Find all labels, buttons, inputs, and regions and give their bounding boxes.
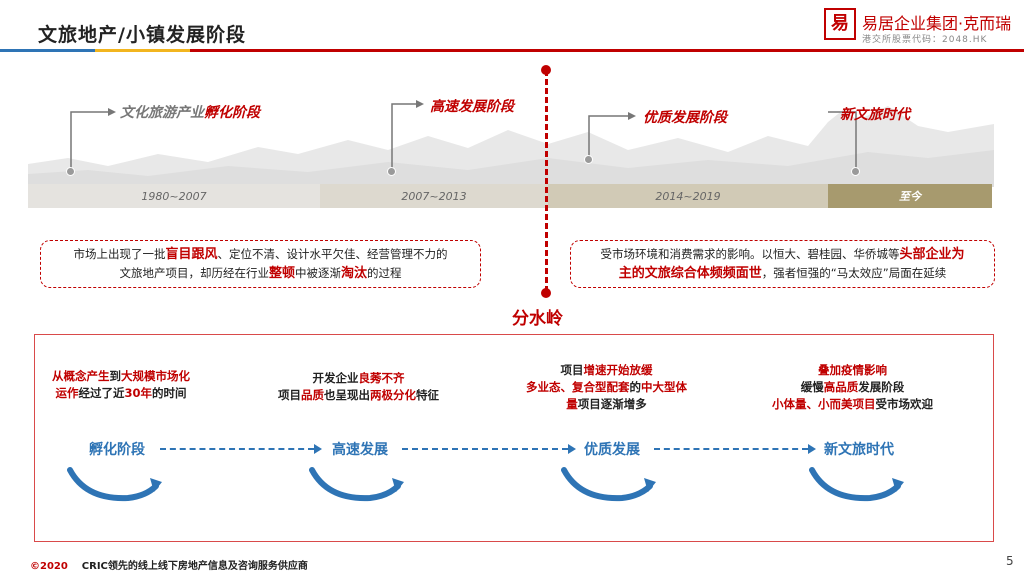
desc-highlight: 高品质 [823, 380, 859, 394]
footer-company: CRIC领先的线上线下房地产信息及咨询服务供应商 [81, 561, 308, 572]
note-right: 受市场环境和消费需求的影响。以恒大、碧桂园、华侨城等头部企业为 主的文旅综合体频… [570, 240, 995, 288]
flow-arrow-3 [654, 444, 816, 454]
desc-text: 从 [52, 369, 64, 383]
period-4: 至今 [828, 184, 992, 208]
period-3: 2014~2019 [548, 184, 828, 208]
desc-text: 受市场欢迎 [875, 397, 934, 411]
underline-blue [0, 49, 95, 52]
desc-highlight: 小体量、小而美项目 [772, 397, 876, 411]
phase-desc-3: 项目增速开始放缓 多业态、复合型配套的中大型体 量项目逐渐增多 [526, 362, 687, 413]
note-left: 市场上出现了一批盲目跟风、定位不清、设计水平欠佳、经营管理不力的 文旅地产项目，… [40, 240, 481, 288]
desc-highlight: 多业态、复合型配套 [526, 380, 630, 394]
stage-dot-4 [851, 167, 860, 176]
mountain-silhouette [28, 106, 994, 187]
desc-text: 项目 [560, 363, 584, 377]
desc-highlight: 品质 [301, 388, 324, 402]
note-highlight: 主的文旅综合体频频面世 [618, 266, 762, 281]
phase-label-2: 高速发展 [332, 442, 388, 458]
note-text: 文旅地产项目，却历经在行业 [119, 266, 269, 280]
footer-year: ©2020 [30, 561, 68, 572]
logo-mark: 易 [824, 8, 856, 40]
stage-connectors [70, 100, 857, 172]
cycle-arc-icon-1 [67, 467, 162, 502]
stage-label-rapid: 高速发展阶段 [430, 99, 514, 115]
desc-text: 项目 [278, 388, 301, 402]
watershed-bottom-dot [541, 288, 551, 298]
underline-yellow [95, 49, 190, 52]
stage-label-incubation-prefix: 文化旅游产业 [120, 105, 204, 121]
footer-text: ©2020 CRIC领先的线上线下房地产信息及咨询服务供应商 [30, 557, 308, 572]
phase-label-1: 孵化阶段 [89, 442, 145, 458]
watershed-top-dot [541, 65, 551, 75]
desc-text: 开发企业 [312, 371, 359, 385]
page-title: 文旅地产/小镇发展阶段 [38, 24, 246, 46]
desc-text: 项目逐渐增多 [577, 397, 647, 411]
note-highlight: 盲目跟风 [165, 247, 218, 262]
desc-highlight: 30年 [124, 386, 152, 400]
desc-text: 发展阶段 [858, 380, 905, 394]
logo-subtitle: 港交所股票代码：2048.HK [862, 35, 988, 45]
desc-text: 的 [629, 380, 642, 394]
stage-label-incubation: 文化旅游产业孵化阶段 [120, 102, 260, 122]
note-text: 受市场环境和消费需求的影响。以恒大、碧桂园、华侨城等 [600, 247, 900, 261]
desc-highlight: 中大型体 [641, 380, 687, 394]
flow-arrow-2 [402, 444, 576, 454]
desc-highlight: 增速开始放缓 [583, 363, 653, 377]
flow-arrow-1 [160, 444, 322, 454]
phase-desc-2: 开发企业良莠不齐 项目品质也呈现出两极分化特征 [278, 370, 439, 404]
period-bar: 1980~2007 2007~2013 2014~2019 至今 [28, 184, 992, 208]
note-text: 的过程 [367, 266, 402, 280]
phase-label-3: 优质发展 [584, 442, 640, 458]
desc-highlight: 概念产生 [63, 369, 110, 383]
phase-label-4: 新文旅时代 [824, 442, 894, 458]
note-text: ，强者恒强的“马太效应”局面在延续 [761, 266, 947, 280]
phase-desc-1: 从概念产生到大规模市场化 运作经过了近30年的时间 [52, 368, 190, 402]
stage-label-incubation-highlight: 孵化阶段 [204, 105, 260, 121]
stage-dot-1 [66, 167, 75, 176]
desc-highlight: 两极分化 [370, 388, 416, 402]
phase-desc-4: 叠加疫情影响 缓慢高品质发展阶段 小体量、小而美项目受市场欢迎 [772, 362, 933, 413]
desc-text: 缓慢 [800, 380, 824, 394]
watershed-line [545, 70, 548, 292]
desc-highlight: 叠加疫情影响 [818, 363, 887, 377]
cycle-arc-icon-3 [561, 467, 656, 502]
watershed-label: 分水岭 [512, 309, 563, 329]
note-highlight: 头部企业为 [899, 247, 965, 262]
note-highlight: 整顿 [268, 266, 295, 281]
desc-text: 到 [109, 369, 122, 383]
desc-text: 也呈现出 [324, 388, 370, 402]
page-number: 5 [1006, 554, 1014, 568]
desc-highlight: 大规模市场化 [121, 369, 190, 383]
desc-highlight: 运作 [55, 386, 79, 400]
underline-red [190, 49, 1024, 52]
desc-highlight: 良莠不齐 [358, 371, 405, 385]
note-text: 、定位不清、设计水平欠佳、经营管理不力的 [217, 247, 448, 261]
period-1: 1980~2007 [28, 184, 320, 208]
company-logo: 易 易居企业集团·克而瑞 港交所股票代码：2048.HK [824, 8, 1014, 48]
note-highlight: 淘汰 [341, 266, 368, 281]
period-2: 2007~2013 [320, 184, 548, 208]
desc-text: 特征 [416, 388, 439, 402]
stage-label-quality: 优质发展阶段 [643, 110, 727, 126]
phase-summary-box [34, 334, 994, 542]
desc-text: 的时间 [152, 386, 187, 400]
note-text: 中被逐渐 [295, 266, 341, 280]
logo-name: 易居企业集团·克而瑞 [862, 14, 1012, 33]
stage-label-new-era: 新文旅时代 [840, 107, 910, 123]
cycle-arc-icon-2 [309, 467, 404, 502]
desc-text: 经过了近 [78, 386, 125, 400]
stage-dot-2 [387, 167, 396, 176]
title-underline [0, 49, 1024, 52]
cycle-arc-icon-4 [809, 467, 904, 502]
desc-highlight: 量 [566, 397, 578, 411]
note-text: 市场上出现了一批 [73, 247, 166, 261]
stage-dot-3 [584, 155, 593, 164]
